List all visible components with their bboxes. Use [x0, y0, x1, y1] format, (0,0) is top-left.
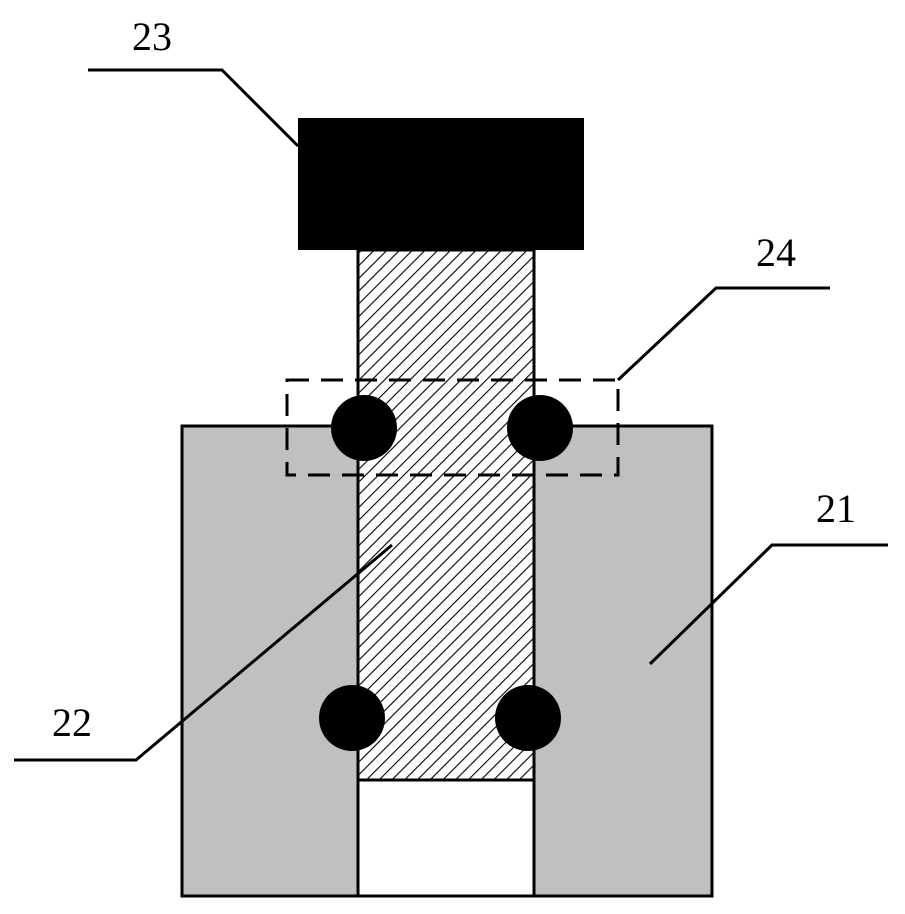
- leader-line-seal-region: [616, 286, 830, 382]
- leader-line-cap: [88, 68, 300, 148]
- label-shaft: 22: [52, 700, 92, 745]
- shaft: [356, 248, 536, 782]
- ball-upper-right: [507, 395, 573, 461]
- label-cap: 23: [132, 14, 172, 59]
- ball-lower-left: [319, 685, 385, 751]
- cap-block: [298, 118, 584, 250]
- housing-left-wall: [180, 424, 360, 898]
- housing-right-wall: [532, 424, 714, 898]
- balls: [319, 395, 573, 751]
- leader-line-housing: [648, 543, 888, 666]
- ball-lower-right: [495, 685, 561, 751]
- label-housing: 21: [816, 486, 856, 531]
- seal-region-box: [285, 378, 620, 477]
- label-seal-region: 24: [756, 230, 796, 275]
- leader-line-shaft: [14, 543, 393, 762]
- housing-bore-gap: [356, 778, 536, 898]
- ball-upper-left: [331, 395, 397, 461]
